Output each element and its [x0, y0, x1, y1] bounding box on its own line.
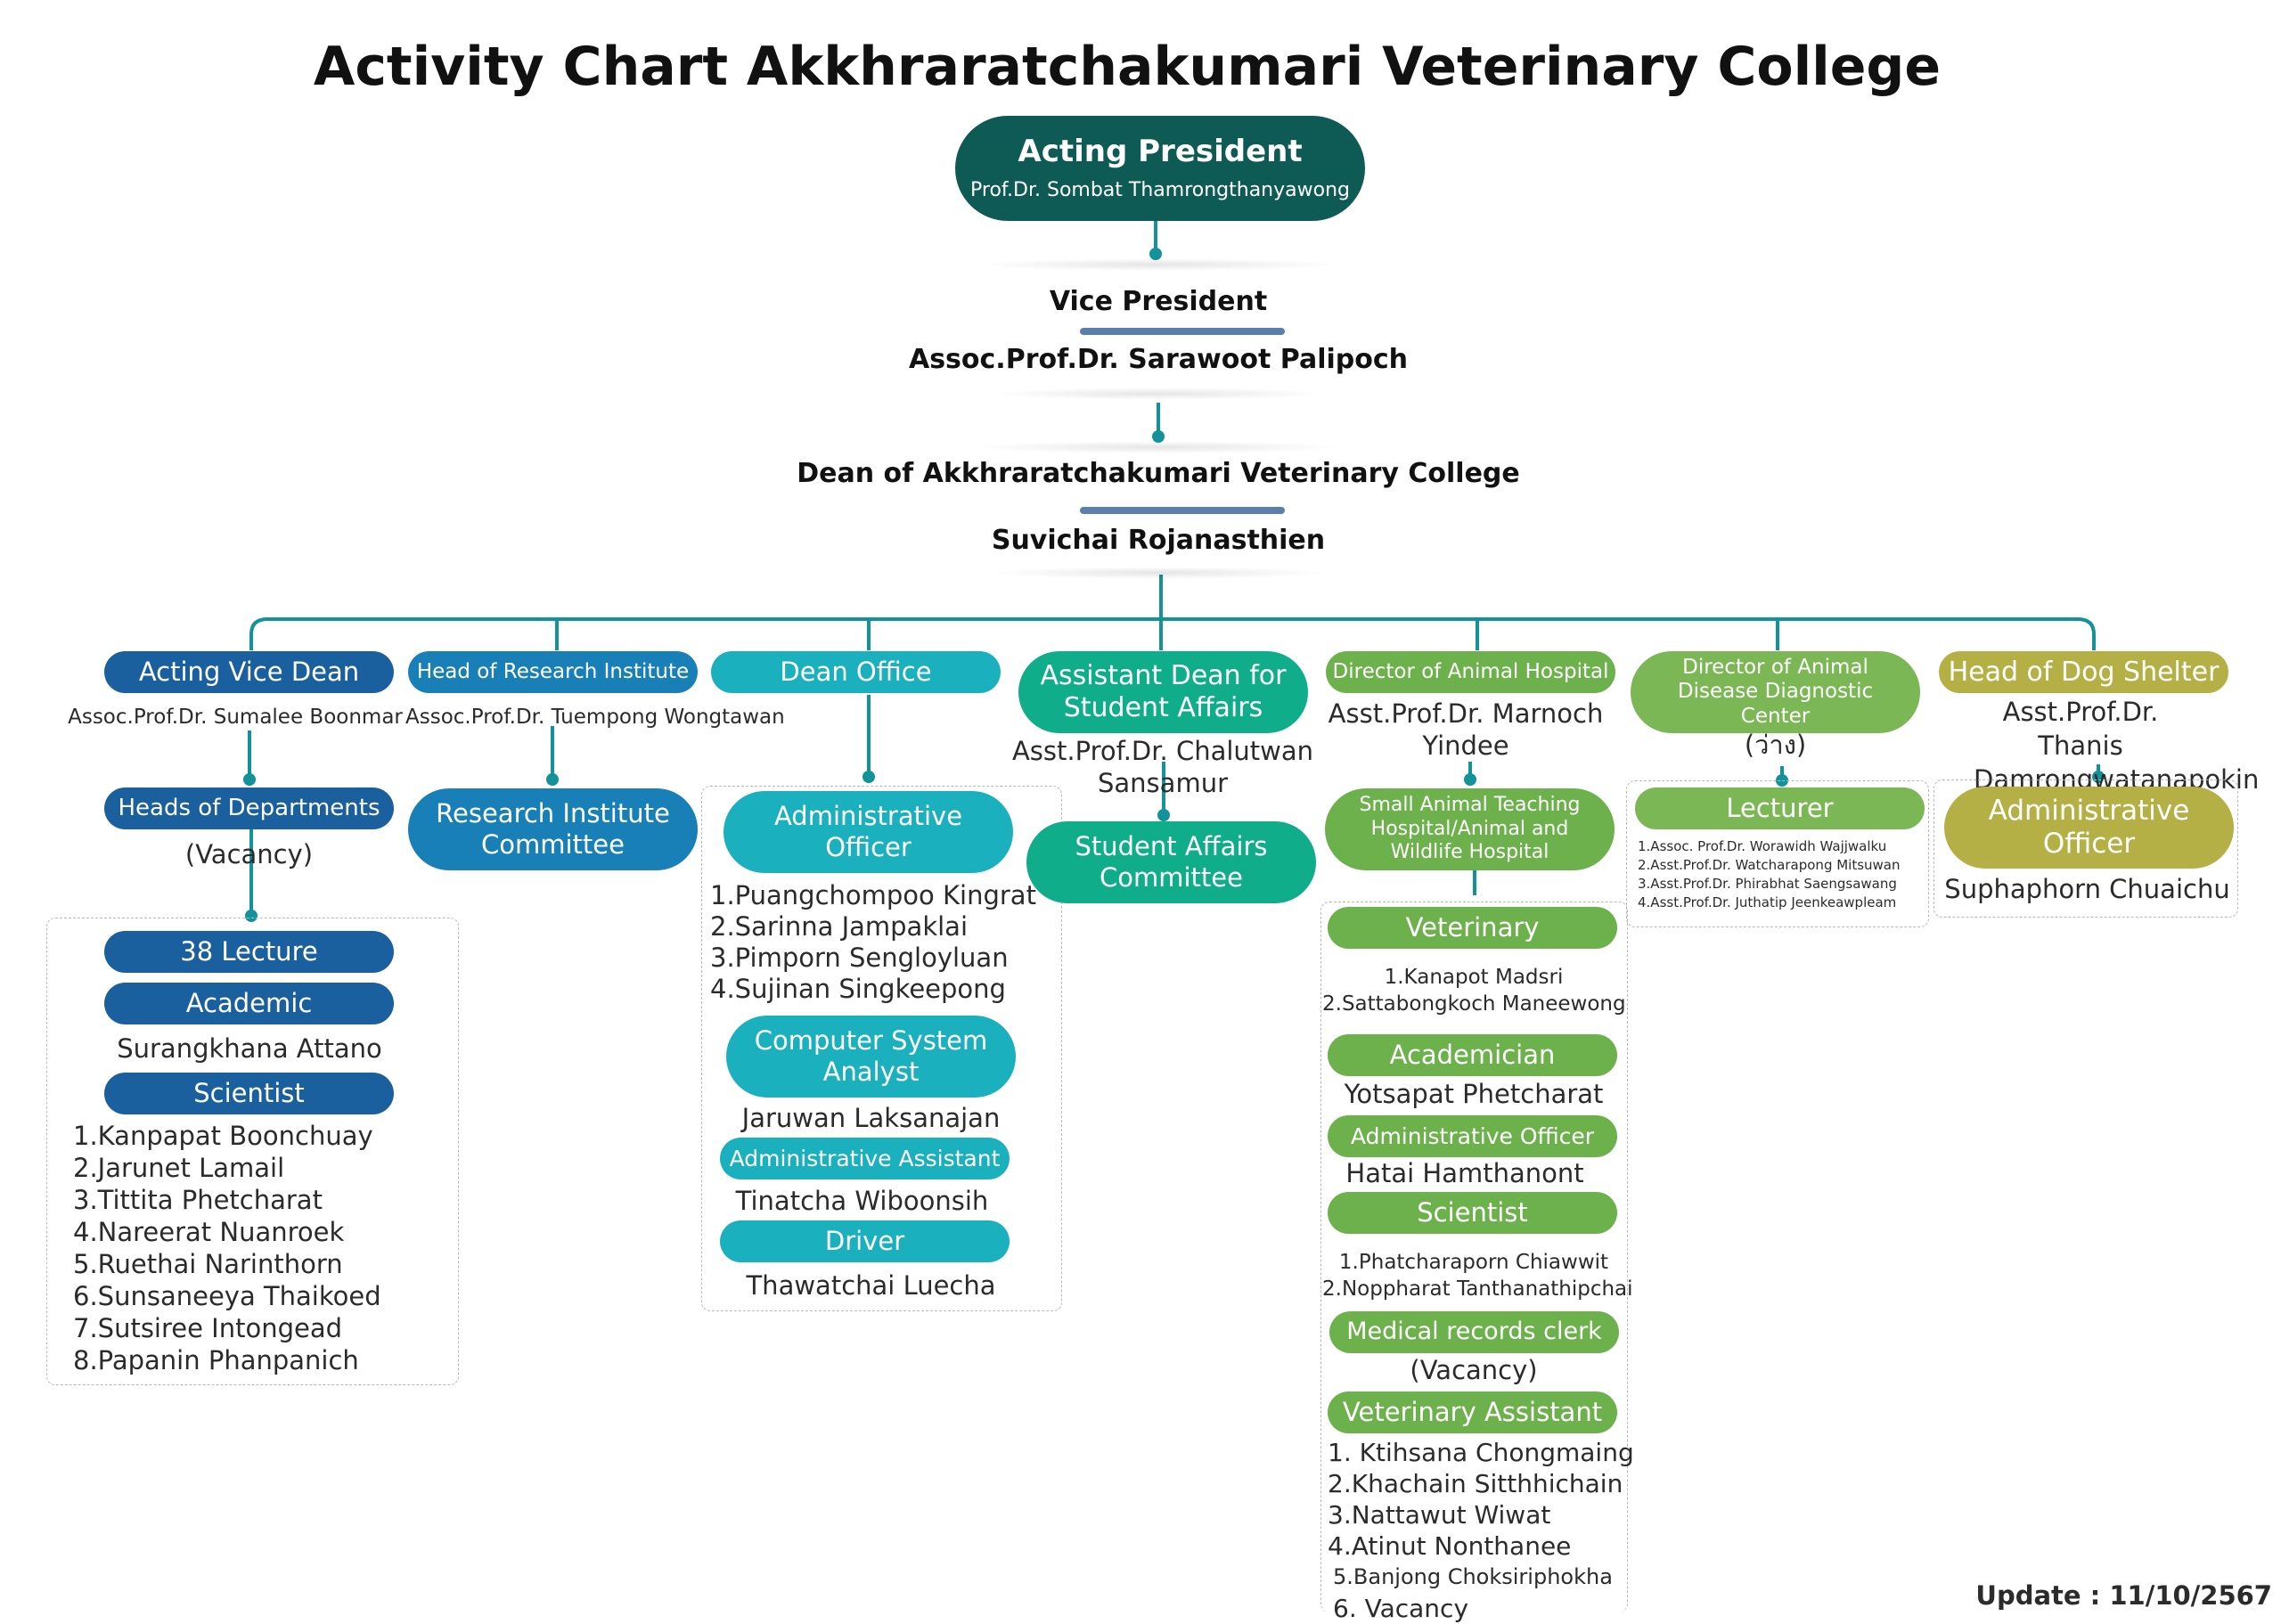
- page-title: Activity Chart Akkhraratchakumari Veteri…: [313, 36, 1942, 98]
- col5-staff-box: [1320, 902, 1628, 1612]
- academic-name: Surangkhana Attano: [117, 1033, 382, 1064]
- col5-admin-officer-box: Administrative Officer: [1328, 1115, 1617, 1157]
- director-animal-hospital-box: Director of Animal Hospital: [1326, 651, 1615, 693]
- list-item: 3.Pimporn Sengloyluan: [710, 943, 1009, 973]
- list-item: 3.Nattawut Wiwat: [1328, 1500, 1551, 1530]
- col5-vet-assistant-list: 1. Ktihsana Chongmaing 2.Khachain Sitthh…: [1328, 1437, 1634, 1624]
- student-affairs-committee-box: Student Affairs Committee: [1026, 821, 1316, 903]
- list-item: 5.Banjong Choksiriphokha: [1333, 1564, 1613, 1589]
- vp-shadow: [971, 258, 1345, 271]
- admin-assistant-box: Administrative Assistant: [720, 1138, 1010, 1179]
- head-of-research-box: Head of Research Institute: [408, 651, 698, 693]
- admin-assistant-name: Tinatcha Wiboonsih: [735, 1186, 989, 1216]
- vet-assistant-box: Veterinary Assistant: [1328, 1391, 1617, 1433]
- heads-of-departments-box: Heads of Departments: [104, 788, 394, 829]
- col3-staff-box: [701, 786, 1062, 1311]
- research-committee-box: Research Institute Committee: [408, 788, 698, 870]
- dean-office-box: Dean Office: [711, 651, 1001, 693]
- col6-lecturer-list: 1.Assoc. Prof.Dr. Worawidh Wajjwalku 2.A…: [1638, 837, 1901, 912]
- col5-admin-officer-name: Hatai Hamthanont: [1345, 1158, 1584, 1188]
- bus-line: [249, 617, 2096, 650]
- list-item: 2.Noppharat Tanthanathipchai: [1322, 1277, 1633, 1301]
- medical-records-name: (Vacancy): [1410, 1355, 1538, 1385]
- dog-shelter-admin-box: Administrative Officer: [1944, 787, 2234, 869]
- academician-box: Academician: [1328, 1034, 1617, 1076]
- lecturer-box: Lecturer: [1635, 788, 1925, 829]
- medical-records-box: Medical records clerk: [1329, 1311, 1619, 1353]
- list-item: 3.Asst.Prof.Dr. Phirabhat Saengsawang: [1638, 876, 1897, 892]
- list-item: 1.Puangchompoo Kingrat: [710, 880, 1036, 910]
- computer-analyst-name: Jaruwan Laksanajan: [741, 1103, 1001, 1133]
- update-date: Update : 11/10/2567: [1975, 1580, 2272, 1611]
- president-box: Acting President Prof.Dr. Sombat Thamron…: [955, 116, 1365, 221]
- list-item: 2.Khachain Sitthhichain: [1328, 1469, 1623, 1498]
- admin-officer-box: Administrative Officer: [724, 791, 1013, 873]
- list-item: 4.Sujinan Singkeepong: [710, 974, 1006, 1004]
- director-diagnostic-box: Director of Animal Disease Diagnostic Ce…: [1631, 651, 1920, 733]
- heads-of-departments-name: (Vacancy): [184, 839, 314, 869]
- list-item: 2.Asst.Prof.Dr. Watcharapong Mitsuwan: [1638, 857, 1901, 873]
- list-item: 7.Sutsiree Intongead: [73, 1313, 343, 1343]
- president-name: Prof.Dr. Sombat Thamrongthanyawong: [970, 179, 1350, 202]
- list-item: 1.Kanpapat Boonchuay: [73, 1121, 373, 1151]
- col5-scientist-box: Scientist: [1328, 1192, 1617, 1234]
- lecture-box: 38 Lecture: [104, 931, 394, 973]
- director-animal-hospital-name: Asst.Prof.Dr. Marnoch Yindee: [1328, 698, 1604, 762]
- small-animal-hospital-box: Small Animal Teaching Hospital/Animal an…: [1325, 788, 1615, 870]
- academic-box: Academic: [104, 983, 394, 1024]
- vp-shadow-bottom: [989, 388, 1328, 400]
- dog-shelter-admin-name: Suphaphorn Chuaichu: [1944, 874, 2230, 904]
- col1-scientist-list: 1.Kanpapat Boonchuay 2.Jarunet Lamail 3.…: [73, 1120, 381, 1376]
- list-item: 4.Nareerat Nuanroek: [73, 1217, 345, 1247]
- list-item: 2.Sarinna Jampaklai: [710, 911, 969, 942]
- list-item: 1.Assoc. Prof.Dr. Worawidh Wajjwalku: [1638, 838, 1887, 854]
- list-item: 8.Papanin Phanpanich: [73, 1345, 359, 1375]
- list-item: 5.Ruethai Narinthorn: [73, 1249, 343, 1279]
- list-item: 6.Sunsaneeya Thaikoed: [73, 1281, 381, 1311]
- scientist-box: Scientist: [104, 1073, 394, 1114]
- dean-divider: [1080, 507, 1285, 514]
- dean-name: Suvichai Rojanasthien: [991, 525, 1326, 556]
- col5-scientist-list: 1.Phatcharaporn Chiawwit 2.Noppharat Tan…: [1322, 1249, 1633, 1302]
- head-of-research-name: Assoc.Prof.Dr. Tuempong Wongtawan: [405, 706, 785, 729]
- col5-vet-list: 1.Kanapot Madsri 2.Sattabongkoch Maneewo…: [1322, 964, 1626, 1017]
- academician-name: Yotsapat Phetcharat: [1344, 1079, 1604, 1109]
- driver-box: Driver: [720, 1220, 1010, 1262]
- list-item: 1.Phatcharaporn Chiawwit: [1338, 1251, 1609, 1274]
- list-item: 2.Jarunet Lamail: [73, 1153, 285, 1183]
- acting-vice-dean-name: Assoc.Prof.Dr. Sumalee Boonmar: [68, 706, 403, 729]
- dean-shadow-bottom: [989, 567, 1328, 579]
- dean-role: Dean of Akkhraratchakumari Veterinary Co…: [797, 458, 1520, 489]
- vp-name: Assoc.Prof.Dr. Sarawoot Palipoch: [908, 344, 1408, 375]
- list-item: 4.Atinut Nonthanee: [1328, 1531, 1572, 1561]
- col1-staff-box: [46, 918, 459, 1385]
- assistant-dean-name: Asst.Prof.Dr. Chalutwan Sansamur: [1011, 736, 1314, 799]
- list-item: 3.Tittita Phetcharat: [73, 1185, 323, 1215]
- dean-shadow: [971, 441, 1345, 453]
- veterinary-box: Veterinary: [1328, 907, 1617, 949]
- col6-staff-box: [1626, 780, 1929, 927]
- vp-role: Vice President: [1049, 286, 1268, 317]
- president-role: Acting President: [1018, 134, 1303, 170]
- vp-divider: [1080, 328, 1285, 335]
- list-item: 1.Kanapot Madsri: [1384, 966, 1564, 989]
- acting-vice-dean-box: Acting Vice Dean: [104, 651, 394, 693]
- assistant-dean-box: Assistant Dean for Student Affairs: [1018, 651, 1308, 733]
- col3-admin-list: 1.Puangchompoo Kingrat 2.Sarinna Jampakl…: [710, 880, 1036, 1005]
- driver-name: Thawatchai Luecha: [746, 1270, 996, 1301]
- computer-analyst-box: Computer System Analyst: [726, 1016, 1016, 1098]
- list-item: 1. Ktihsana Chongmaing: [1328, 1438, 1634, 1467]
- col7-staff-box: [1934, 779, 2238, 918]
- list-item: 6. Vacancy: [1333, 1594, 1469, 1623]
- head-dog-shelter-box: Head of Dog Shelter: [1939, 651, 2228, 693]
- list-item: 4.Asst.Prof.Dr. Juthatip Jeenkeawpleam: [1638, 894, 1897, 910]
- list-item: 2.Sattabongkoch Maneewong: [1322, 992, 1626, 1016]
- director-diagnostic-name: (ว่าง): [1744, 730, 1807, 760]
